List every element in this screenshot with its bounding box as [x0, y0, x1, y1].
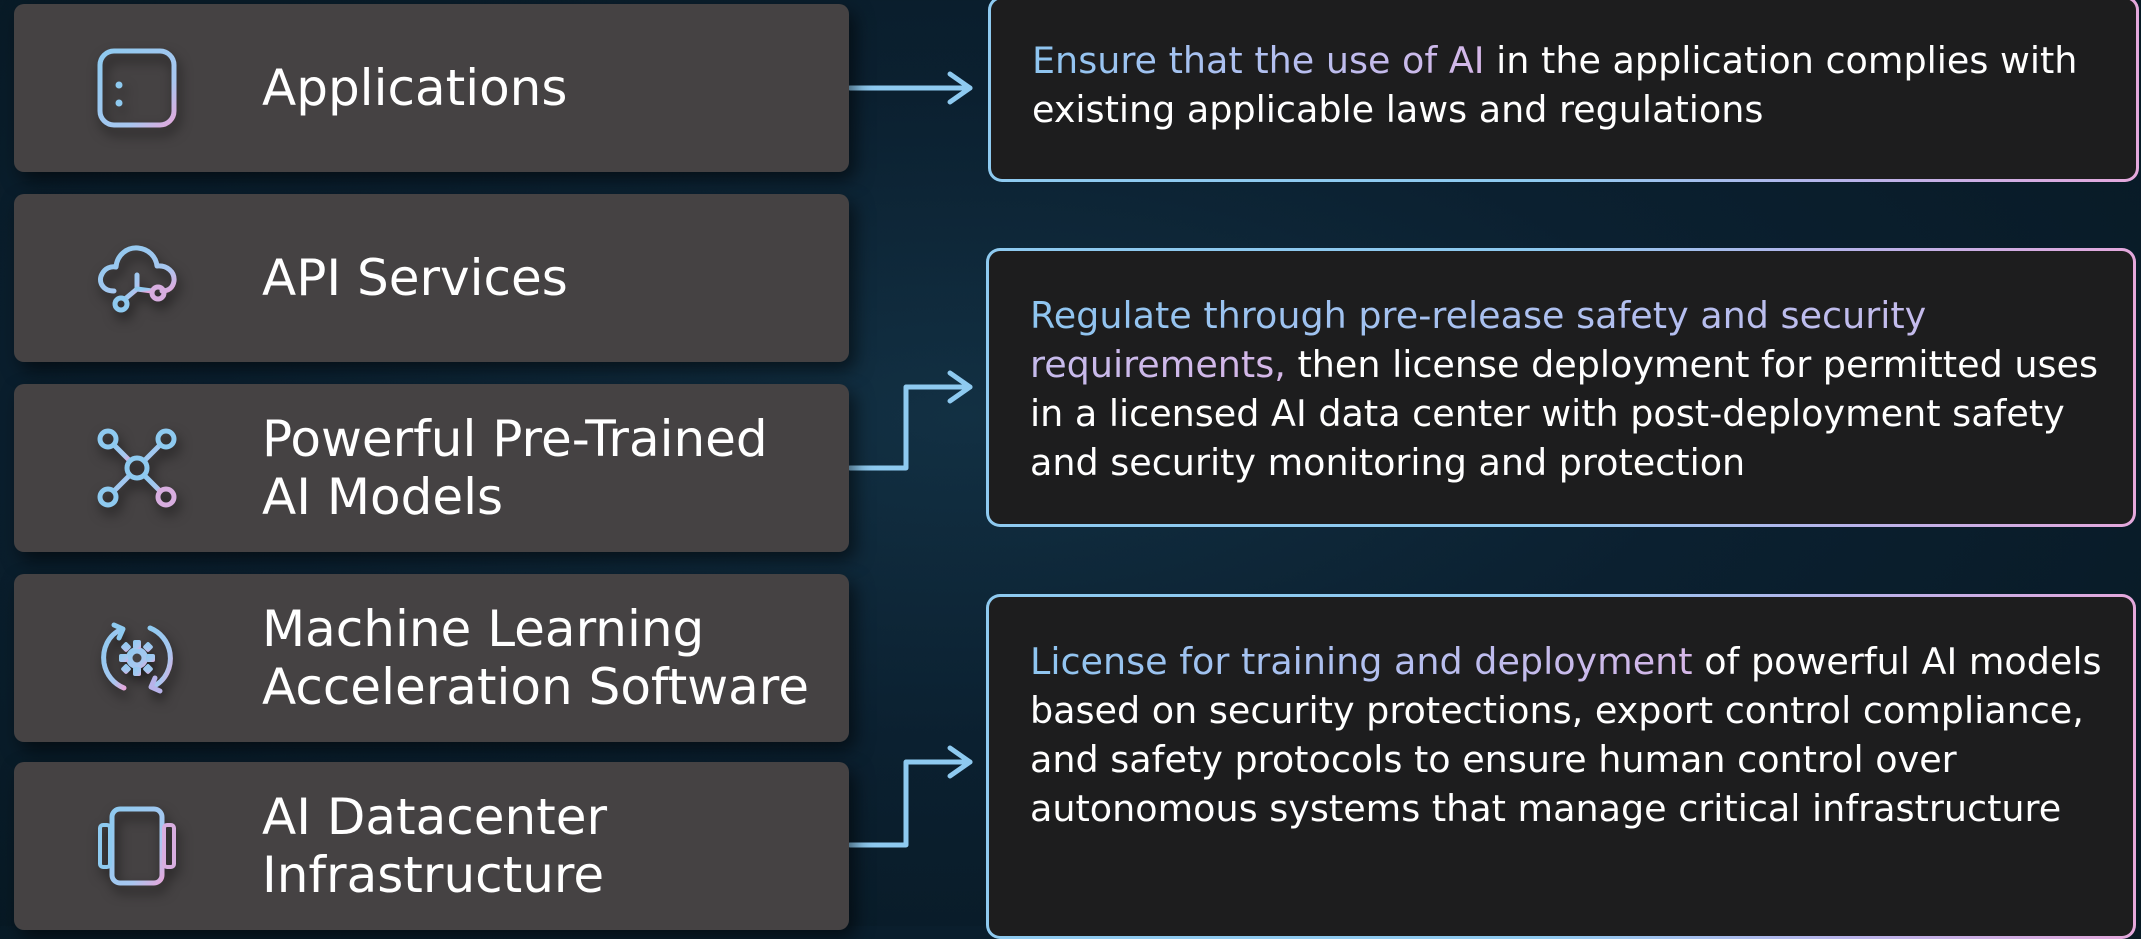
layer-label: Powerful Pre-Trained AI Models: [262, 410, 768, 526]
layer-datacenter-infrastructure: AI Datacenter Infrastructure: [14, 762, 849, 930]
arrow-models: [847, 384, 973, 471]
arrow-arrowhead-applications: [947, 71, 973, 105]
description-text: Ensure that the use of AI in the applica…: [1032, 36, 2106, 134]
layer-applications: Applications: [14, 4, 849, 172]
application-window-icon: [82, 33, 192, 143]
description-box-models: Regulate through pre-release safety and …: [986, 248, 2136, 527]
description-box-infrastructure: License for training and deployment of p…: [986, 594, 2136, 939]
description-body: then license deployment for permitted us…: [1030, 343, 2098, 484]
layer-api-services: API Services: [14, 194, 849, 362]
layer-label: Applications: [262, 59, 568, 117]
description-text: Regulate through pre-release safety and …: [1030, 291, 2103, 487]
description-highlight: Ensure that the use of AI: [1032, 39, 1485, 82]
description-highlight: Regulate through pre-release safety and …: [1030, 294, 1927, 386]
description-text: License for training and deployment of p…: [1030, 637, 2103, 833]
layer-pretrained-models: Powerful Pre-Trained AI Models: [14, 384, 849, 552]
description-highlight: License for training and deployment: [1030, 640, 1693, 683]
description-box-applications: Ensure that the use of AI in the applica…: [988, 0, 2139, 182]
description-body: of powerful AI models based on security …: [1030, 640, 2102, 830]
layer-label: AI Datacenter Infrastructure: [262, 788, 608, 904]
server-rack-icon: [82, 791, 192, 901]
layer-label: Machine Learning Acceleration Software: [262, 600, 809, 716]
arrow-arrowhead-models: [947, 370, 973, 404]
arrow-infrastructure: [847, 759, 973, 848]
network-nodes-icon: [82, 413, 192, 523]
gear-refresh-icon: [82, 603, 192, 713]
cloud-api-icon: [82, 223, 192, 333]
layer-label: API Services: [262, 249, 568, 307]
layer-ml-acceleration: Machine Learning Acceleration Software: [14, 574, 849, 742]
description-body: in the application complies with existin…: [1032, 39, 2078, 131]
arrow-arrowhead-infrastructure: [947, 745, 973, 779]
